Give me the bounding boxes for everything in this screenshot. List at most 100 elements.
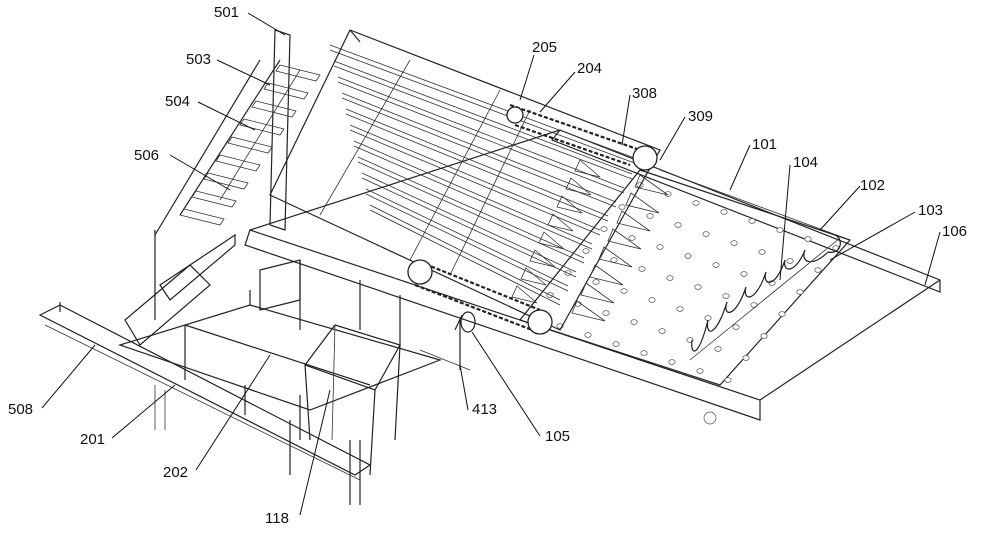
roller-rod [329, 49, 641, 166]
plate-hole [778, 311, 786, 317]
plate-hole [638, 266, 646, 272]
label-508: 508 [8, 401, 33, 418]
plate-hole [750, 302, 758, 308]
slat [179, 208, 225, 226]
plate-hole [674, 222, 682, 228]
roller-rod [361, 177, 577, 278]
slat [203, 172, 249, 190]
plate-hole [612, 341, 620, 347]
plate-hole [724, 377, 732, 383]
plate-hole [786, 258, 794, 264]
comb-tooth [598, 246, 633, 268]
slat [239, 118, 285, 136]
comb-tooth [511, 285, 538, 304]
label-105: 105 [545, 428, 570, 445]
plate-hole [646, 213, 654, 219]
plate-hole [694, 284, 702, 290]
comb-tooth [529, 249, 556, 268]
roller-rod [369, 204, 561, 301]
comb-tooth [580, 282, 615, 304]
plate-hole [648, 297, 656, 303]
plate-hole [758, 249, 766, 255]
plate-hole [722, 293, 730, 299]
roller-rod [353, 145, 593, 250]
plate-hole [740, 271, 748, 277]
plate-hole [684, 253, 692, 259]
plate-hole [696, 368, 704, 374]
chute [124, 230, 236, 346]
main-frame-rail [244, 129, 941, 425]
collection-trays [118, 290, 442, 440]
roller-rod [345, 113, 609, 222]
label-101: 101 [752, 136, 777, 153]
plate-hole [600, 226, 608, 232]
upper-chain [506, 103, 658, 171]
leader-lines [41, 12, 941, 516]
slat [227, 136, 273, 154]
label-104: 104 [793, 154, 818, 171]
label-413: 413 [472, 401, 497, 418]
plate-hole [720, 209, 728, 215]
label-506: 506 [134, 147, 159, 164]
plate-hole [760, 333, 768, 339]
label-309: 309 [688, 108, 713, 125]
upper-frame [269, 29, 661, 331]
comb-tooth [565, 177, 592, 196]
plate-hole [602, 310, 610, 316]
roller-rod [353, 140, 593, 245]
plate-hole [676, 306, 684, 312]
label-118: 118 [265, 510, 289, 527]
roller-rod [357, 156, 585, 259]
comb-tooth [634, 174, 669, 196]
plate-hole [628, 235, 636, 241]
label-103: 103 [918, 202, 943, 219]
slat [215, 154, 261, 172]
label-501: 501 [214, 4, 239, 21]
motor-shaft [454, 311, 476, 333]
plate-hole [704, 315, 712, 321]
comb-teeth [511, 159, 669, 322]
left-slats [179, 64, 321, 226]
comb-tooth [607, 228, 642, 250]
plate-hole [656, 244, 664, 250]
label-202: 202 [163, 464, 188, 481]
plate-hole [640, 350, 648, 356]
plate-hole [664, 191, 672, 197]
comb-tooth [616, 210, 651, 232]
label-201: 201 [80, 431, 105, 448]
label-204: 204 [577, 60, 602, 77]
label-205: 205 [532, 39, 557, 56]
plate-hole [712, 262, 720, 268]
roller-rod [333, 60, 633, 175]
plate-hole [804, 236, 812, 242]
roller-rod [349, 129, 601, 236]
roller-rod [349, 124, 601, 231]
plate-hole [592, 279, 600, 285]
left-inclined-frame [154, 29, 301, 236]
roller-rod [337, 76, 625, 189]
comb-tooth [625, 192, 660, 214]
slat [275, 64, 321, 82]
plate-hole [666, 275, 674, 281]
comb-tooth [538, 231, 565, 250]
comb-tooth [547, 213, 574, 232]
plate-hole [668, 359, 676, 365]
plate-hole [618, 204, 626, 210]
slat [191, 190, 237, 208]
roller-rod [341, 92, 617, 203]
plate-hole [692, 200, 700, 206]
comb-tooth [520, 267, 547, 286]
label-504: 504 [165, 93, 190, 110]
plate-hole [702, 231, 710, 237]
roller-rod [337, 81, 625, 194]
comb-tooth [556, 195, 583, 214]
plate-hole [730, 240, 738, 246]
plate-hole [732, 324, 740, 330]
plate-hole [620, 288, 628, 294]
plate-hole [610, 257, 618, 263]
plate-hole [814, 267, 822, 273]
slat [251, 100, 297, 118]
roller-rod [341, 97, 617, 208]
screw-conveyor [689, 234, 841, 361]
